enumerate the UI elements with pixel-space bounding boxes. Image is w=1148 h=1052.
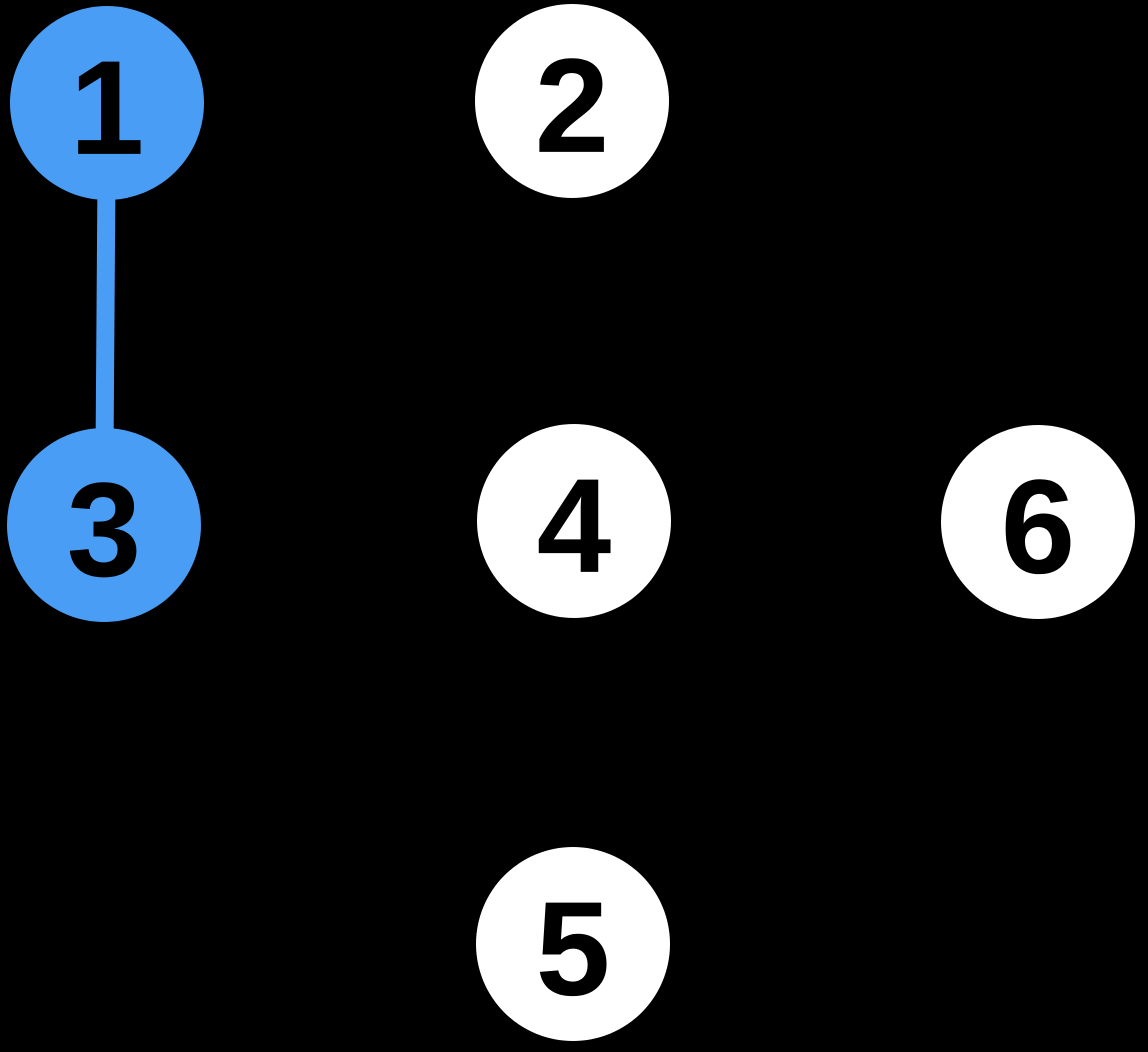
node-5[interactable]: 5 <box>476 847 670 1041</box>
node-2-circle[interactable] <box>475 4 669 198</box>
node-4[interactable]: 4 <box>477 424 671 618</box>
node-5-circle[interactable] <box>476 847 670 1041</box>
node-6-circle[interactable] <box>941 425 1135 619</box>
node-3[interactable]: 3 <box>7 428 201 622</box>
node-1[interactable]: 1 <box>10 6 204 200</box>
node-6[interactable]: 6 <box>941 425 1135 619</box>
node-1-circle-selected[interactable] <box>10 6 204 200</box>
node-3-circle-selected[interactable] <box>7 428 201 622</box>
node-2[interactable]: 2 <box>475 4 669 198</box>
node-4-circle[interactable] <box>477 424 671 618</box>
